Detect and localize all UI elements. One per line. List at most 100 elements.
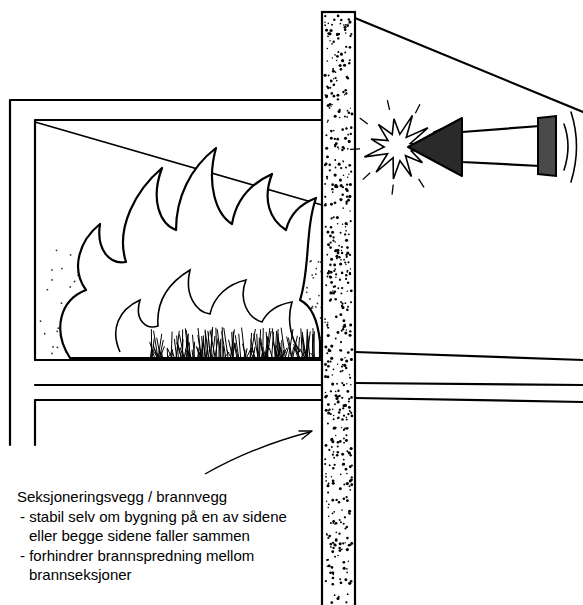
stipple-dot bbox=[335, 298, 337, 300]
stipple-dot bbox=[347, 291, 348, 292]
stipple-dot bbox=[324, 396, 327, 399]
stipple-dot bbox=[335, 315, 338, 318]
stipple-dot bbox=[331, 476, 332, 477]
stipple-dot bbox=[332, 577, 335, 580]
stipple-dot bbox=[339, 578, 341, 580]
stipple-dot bbox=[346, 473, 348, 475]
stipple-dot bbox=[348, 18, 351, 21]
stipple-dot bbox=[341, 128, 344, 131]
burst-ray bbox=[392, 185, 393, 195]
stipple-dot bbox=[349, 272, 351, 274]
stipple-dot bbox=[342, 463, 345, 466]
stipple-dot bbox=[333, 457, 335, 459]
stipple-dot bbox=[331, 231, 334, 234]
stipple-dot bbox=[327, 121, 329, 123]
ember-stroke bbox=[292, 347, 294, 357]
stipple-dot bbox=[346, 548, 349, 551]
stipple-dot bbox=[349, 334, 352, 337]
stipple-dot bbox=[344, 331, 347, 334]
stipple-dot bbox=[328, 350, 330, 352]
stipple-dot bbox=[339, 487, 342, 490]
stipple-dot bbox=[341, 250, 342, 251]
stipple-dot bbox=[347, 134, 349, 136]
stipple-dot bbox=[348, 451, 350, 453]
stipple-dot bbox=[344, 542, 345, 543]
stipple-dot bbox=[343, 384, 345, 386]
stipple-dot bbox=[329, 543, 332, 546]
stipple-dot bbox=[325, 95, 328, 98]
stipple-dot bbox=[326, 559, 328, 561]
flame bbox=[60, 148, 320, 358]
stipple-dot bbox=[349, 183, 352, 186]
stipple-dot bbox=[330, 390, 332, 392]
stipple-dot bbox=[338, 501, 341, 504]
stipple-dot bbox=[336, 60, 337, 61]
ember-stroke bbox=[219, 342, 220, 357]
stipple-dot bbox=[324, 74, 327, 77]
wall-note: - forhindrer brannspredning mellom brann… bbox=[20, 546, 309, 584]
stipple-dot bbox=[326, 484, 329, 487]
stipple-dot bbox=[329, 107, 331, 109]
stipple-dot bbox=[342, 91, 344, 93]
stipple-dot bbox=[334, 54, 336, 56]
stipple-dot bbox=[334, 138, 336, 140]
stipple-dot bbox=[339, 109, 341, 111]
stipple-dot bbox=[333, 427, 336, 430]
stipple-dot bbox=[341, 305, 343, 307]
ember-stroke bbox=[179, 334, 183, 357]
stipple-dot bbox=[336, 383, 338, 385]
stipple-dot bbox=[334, 144, 337, 147]
stipple-dot bbox=[330, 546, 332, 548]
stipple-dot bbox=[343, 567, 346, 570]
stipple-dot bbox=[343, 24, 345, 26]
stipple-dot bbox=[347, 413, 349, 415]
ember-stroke bbox=[192, 350, 194, 357]
ember-stroke bbox=[276, 345, 281, 357]
stipple-dot bbox=[329, 291, 332, 294]
stipple-dot bbox=[345, 222, 348, 225]
stipple-dot bbox=[337, 37, 339, 39]
stipple-dot bbox=[327, 243, 330, 246]
stipple-dot bbox=[350, 33, 352, 35]
ember-stroke bbox=[210, 327, 212, 357]
ember-stroke bbox=[151, 329, 152, 357]
stipple-dot bbox=[346, 568, 348, 570]
ember-stroke bbox=[313, 328, 315, 357]
stipple-dot bbox=[338, 533, 340, 535]
arrow-tail bbox=[538, 116, 556, 176]
stipple-dot bbox=[347, 351, 350, 354]
stipple-dot bbox=[336, 80, 338, 82]
ember-stroke bbox=[202, 336, 203, 357]
ember-stroke bbox=[231, 329, 235, 357]
stipple-dot bbox=[336, 249, 339, 252]
stipple-dot bbox=[347, 148, 349, 150]
stipple-dot bbox=[333, 511, 335, 513]
stipple-dot bbox=[334, 523, 336, 525]
stipple-dot bbox=[343, 415, 345, 417]
stipple-dot bbox=[349, 210, 350, 211]
stipple-dot bbox=[347, 110, 349, 112]
stipple-dot bbox=[348, 199, 350, 201]
stipple-dot bbox=[333, 95, 336, 98]
stipple-dot bbox=[335, 391, 336, 392]
stipple-dot bbox=[341, 330, 343, 332]
stipple-dot bbox=[324, 24, 326, 26]
stipple-dot bbox=[332, 583, 335, 586]
wall-note: - stabil selv om bygning på en av sidene… bbox=[20, 507, 309, 545]
stipple-dot bbox=[346, 25, 348, 27]
stipple-dot bbox=[327, 537, 329, 539]
stipple-dot bbox=[324, 318, 326, 320]
stipple-dot bbox=[326, 230, 329, 233]
stipple-dot bbox=[327, 322, 328, 323]
stipple-dot bbox=[327, 32, 330, 35]
stipple-dot bbox=[331, 550, 334, 553]
stipple-dot bbox=[344, 302, 346, 304]
stipple-dot bbox=[325, 369, 327, 371]
stipple-dot bbox=[346, 571, 348, 573]
stipple-dot bbox=[330, 361, 332, 363]
stipple-dot bbox=[333, 418, 335, 420]
stipple-dot bbox=[338, 256, 340, 258]
stipple-dot bbox=[335, 394, 338, 397]
stipple-dot bbox=[337, 418, 339, 420]
stipple-dot bbox=[326, 352, 328, 354]
